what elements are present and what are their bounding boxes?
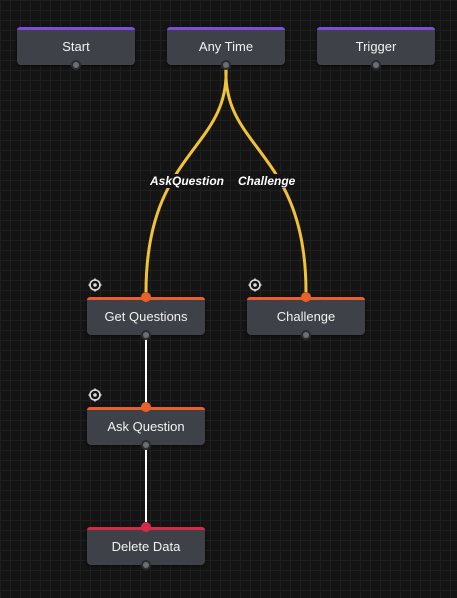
output-port[interactable] — [301, 330, 311, 340]
input-port[interactable] — [141, 292, 151, 302]
node-label: Trigger — [355, 38, 397, 54]
output-port[interactable] — [141, 440, 151, 450]
output-port[interactable] — [221, 60, 231, 70]
input-port[interactable] — [141, 402, 151, 412]
node-accent-bar — [317, 27, 435, 30]
wire-asknquestion-branch[interactable] — [144, 66, 228, 293]
input-port[interactable] — [301, 292, 311, 302]
node-trigger[interactable]: Trigger — [317, 27, 435, 70]
output-port[interactable] — [71, 60, 81, 70]
node-get-questions[interactable]: Get Questions — [87, 278, 205, 340]
node-label: Start — [62, 38, 90, 54]
input-port[interactable] — [141, 522, 151, 532]
edge-label-askquestion[interactable]: AskQuestion — [148, 174, 227, 188]
node-delete-data[interactable]: Delete Data — [87, 522, 205, 570]
node-start[interactable]: Start — [17, 27, 135, 70]
node-any-time[interactable]: Any Time — [167, 27, 285, 70]
puzzle-icon — [248, 278, 262, 292]
puzzle-icon — [88, 388, 102, 402]
node-label: Any Time — [198, 38, 254, 54]
node-accent-bar — [167, 27, 285, 30]
node-accent-bar — [17, 27, 135, 30]
edge-label-challenge[interactable]: Challenge — [236, 174, 298, 188]
wire-challenge-branch[interactable] — [224, 66, 308, 293]
node-label: Delete Data — [111, 538, 181, 554]
node-ask-question[interactable]: Ask Question — [87, 388, 205, 450]
node-label: Ask Question — [107, 418, 185, 434]
puzzle-icon — [88, 278, 102, 292]
output-port[interactable] — [141, 560, 151, 570]
output-port[interactable] — [371, 60, 381, 70]
node-challenge[interactable]: Challenge — [247, 278, 365, 340]
node-label: Challenge — [276, 308, 336, 324]
node-label: Get Questions — [104, 308, 188, 324]
output-port[interactable] — [141, 330, 151, 340]
